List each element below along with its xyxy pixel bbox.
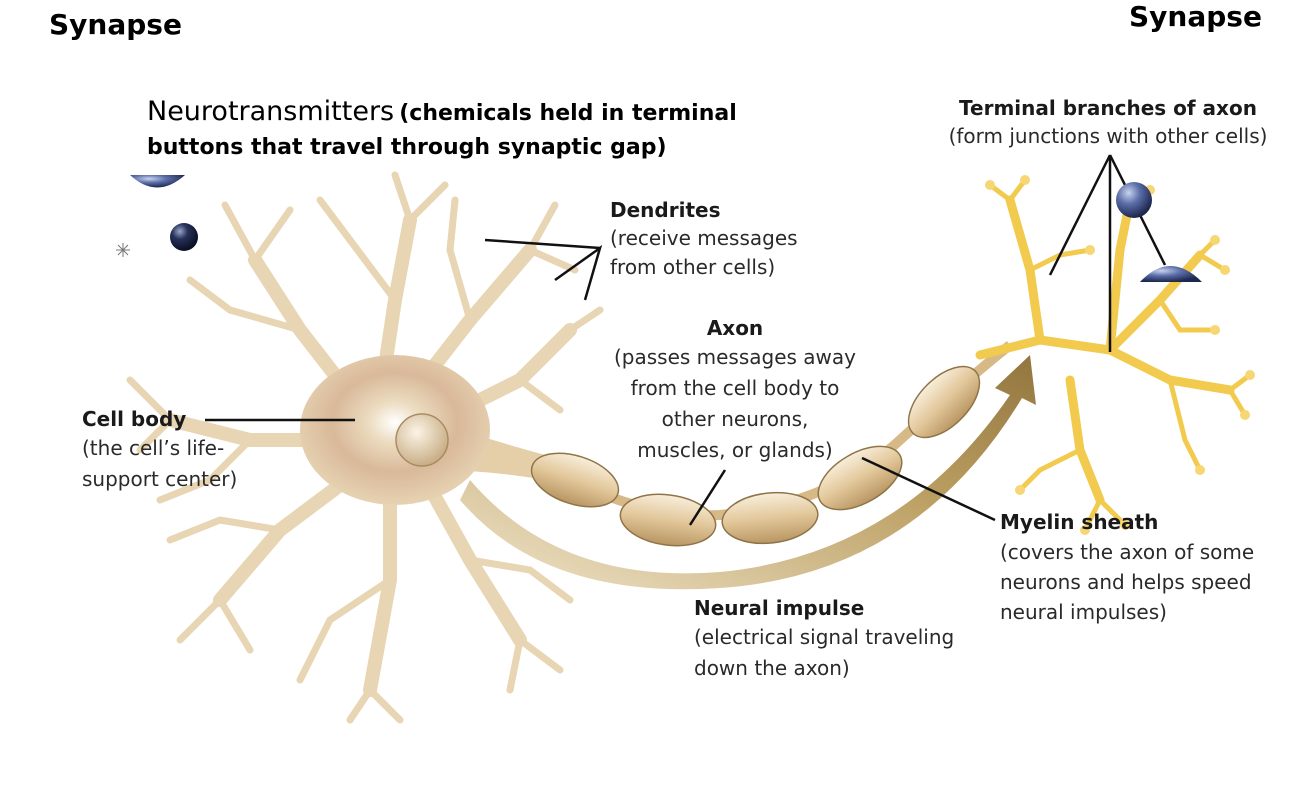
neurotransmitter-spheres — [116, 175, 1202, 282]
sphere-partial-left — [130, 175, 185, 188]
cell-body — [300, 355, 490, 505]
dendrites-desc-2: from other cells) — [610, 255, 776, 279]
neural-impulse-desc-1: (electrical signal traveling — [694, 625, 955, 649]
axon-desc-2: from the cell body to — [630, 376, 840, 400]
dendrites-leader — [484, 238, 601, 250]
terminal-leader-1 — [1048, 154, 1112, 276]
myelin-sheath-desc-3: neural impulses) — [1000, 600, 1167, 624]
myelin-sheath-title: Myelin sheath — [1000, 510, 1159, 534]
terminal-branches — [975, 175, 1255, 535]
axon-title: Axon — [706, 316, 764, 340]
myelin-segment — [907, 365, 981, 439]
myelin-segment — [619, 493, 717, 547]
axon-desc-1: (passes messages away — [613, 345, 857, 369]
myelin-segment — [817, 445, 903, 511]
neural-impulse-desc-2: down the axon) — [694, 656, 850, 680]
axon-label: Axon (passes messages away from the cell… — [590, 314, 880, 466]
dendrites-desc-1: (receive messages — [610, 226, 798, 250]
neural-impulse-title: Neural impulse — [694, 596, 865, 620]
neural-impulse-arrow — [460, 355, 1036, 590]
axon-desc-4: muscles, or glands) — [637, 438, 833, 462]
neural-impulse-label: Neural impulse (electrical signal travel… — [694, 594, 954, 684]
sphere-half-right — [1140, 266, 1202, 282]
leader-lines — [205, 154, 1167, 526]
nucleus — [395, 413, 449, 467]
myelin-segment — [721, 491, 819, 545]
sparkle-icon — [116, 243, 130, 257]
cell-body-desc-2: support center) — [82, 467, 238, 491]
axon-leader — [688, 469, 727, 526]
cell-body-desc-1: (the cell’s life- — [82, 436, 225, 460]
dendrites-title: Dendrites — [610, 198, 721, 222]
sphere-small — [170, 223, 198, 251]
cell-body-label: Cell body (the cell’s life- support cent… — [82, 405, 237, 495]
neurotransmitters-label: Neurotransmitters (chemicals held in ter… — [147, 94, 737, 163]
myelin-sheath — [530, 365, 981, 547]
synapse-label-right: Synapse — [1129, 0, 1262, 33]
myelin-sheath-desc-1: (covers the axon of some — [1000, 540, 1255, 564]
terminal-branches-desc: (form junctions with other cells) — [948, 124, 1268, 148]
dendrites — [126, 171, 604, 724]
dendrites-label: Dendrites (receive messages from other c… — [610, 196, 798, 282]
sphere-right — [1116, 182, 1152, 218]
myelin-sheath-desc-2: neurons and helps speed — [1000, 570, 1252, 594]
axon-desc-3: other neurons, — [661, 407, 809, 431]
cell-body-title: Cell body — [82, 407, 187, 431]
synapse-label-left: Synapse — [49, 8, 182, 41]
terminal-branches-label: Terminal branches of axon (form junction… — [920, 94, 1296, 150]
neurotransmitters-desc-1: (chemicals held in terminal — [399, 101, 737, 126]
myelin-segment — [530, 452, 620, 508]
terminal-branches-title: Terminal branches of axon — [959, 96, 1257, 120]
neurotransmitters-desc-2: buttons that travel through synaptic gap… — [147, 135, 667, 160]
myelin-sheath-label: Myelin sheath (covers the axon of some n… — [1000, 508, 1254, 627]
dendrites-leader-fork — [554, 244, 603, 301]
neurotransmitters-title: Neurotransmitters — [147, 96, 395, 127]
myelin-leader — [861, 456, 996, 522]
